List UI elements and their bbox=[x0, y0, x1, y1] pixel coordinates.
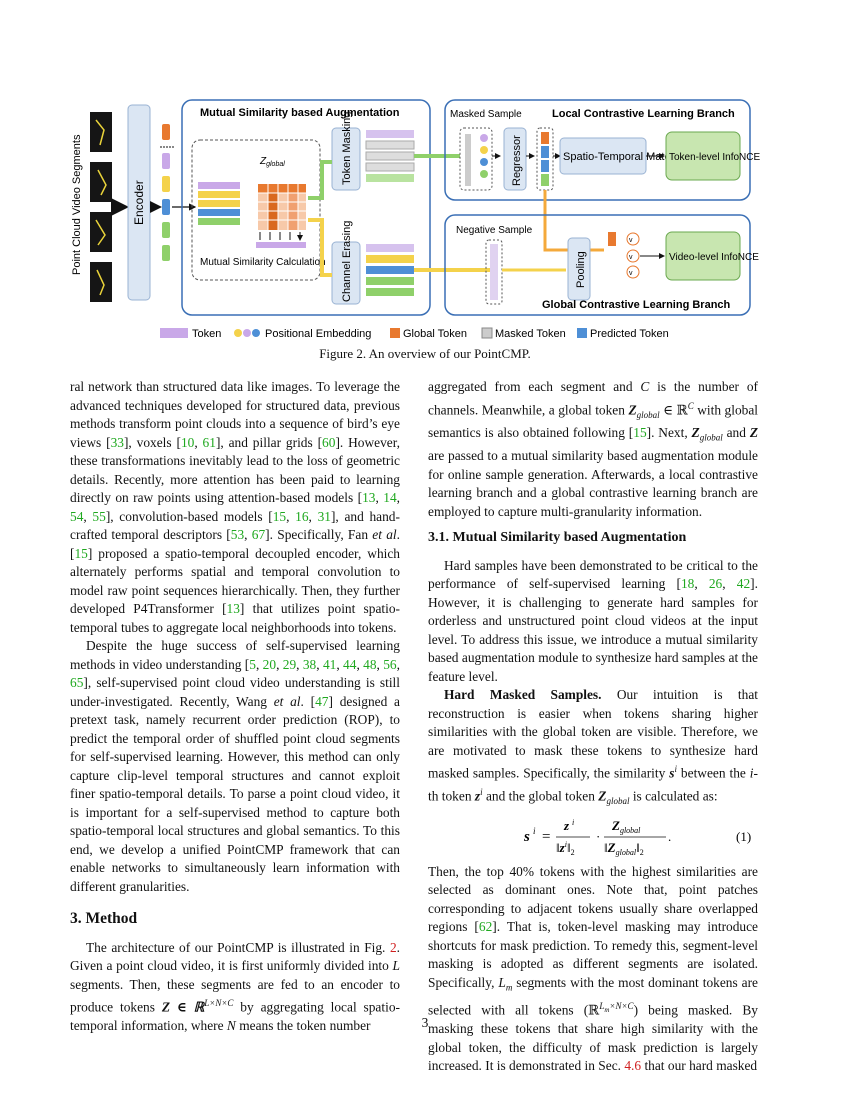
token-masking-label: Token Masking bbox=[341, 112, 353, 185]
masked-sample-box bbox=[459, 127, 493, 191]
video-loss-block bbox=[665, 231, 741, 281]
legend-predicted: Predicted Token bbox=[590, 328, 669, 340]
video-loss-label: Video-level InfoNCE Loss bbox=[669, 252, 760, 263]
encoder-label: Encoder bbox=[132, 180, 146, 225]
svg-text:·: · bbox=[596, 829, 600, 844]
msc-label: Mutual Similarity Calculation bbox=[200, 257, 326, 268]
svg-text:.: . bbox=[668, 829, 671, 844]
legend-token: Token bbox=[192, 328, 221, 340]
msc-box bbox=[191, 139, 321, 281]
legend-pos: Positional Embedding bbox=[265, 328, 371, 340]
token-rows bbox=[198, 182, 240, 225]
svg-text:‖Zglobal‖2: ‖Zglobal‖2 bbox=[604, 840, 644, 857]
masked-sample-label: Masked Sample bbox=[450, 109, 522, 120]
token-column bbox=[160, 124, 174, 261]
v1-label: v bbox=[629, 237, 633, 244]
pooling-label: Pooling bbox=[575, 251, 587, 288]
channel-erasing-label: Channel Erasing bbox=[341, 221, 353, 302]
equation-svg: s i = z i ‖zi‖2 · Zglobal ‖Zglobal‖2 . (… bbox=[523, 818, 751, 857]
eq-lhs: s bbox=[523, 829, 530, 845]
right-paragraph-1: aggregated from each segment and C is th… bbox=[428, 379, 758, 519]
global-branch-panel bbox=[444, 214, 751, 316]
eq-lhs-sup: i bbox=[533, 826, 536, 836]
right-paragraph-2: Hard samples have been demonstrated to b… bbox=[428, 557, 758, 684]
v3-label: v bbox=[629, 270, 633, 277]
right-column: aggregated from each segment and C is th… bbox=[428, 378, 758, 1076]
left-paragraph-2: Despite the huge success of self-supervi… bbox=[70, 638, 400, 894]
msa-panel bbox=[181, 99, 431, 316]
svg-text:=: = bbox=[542, 829, 550, 845]
svg-text:‖zi‖2: ‖zi‖2 bbox=[556, 840, 575, 857]
side-label: Point Cloud Video Segments bbox=[71, 134, 83, 275]
pipeline-diagram: Point Cloud Video Segments Encoder Mutua… bbox=[71, 99, 784, 340]
regressor-label: Regressor bbox=[511, 135, 523, 186]
svg-text:i: i bbox=[572, 818, 574, 827]
left-paragraph-1: ral network than structured data like im… bbox=[70, 379, 400, 635]
page-number: 3 bbox=[421, 1015, 429, 1030]
section-heading-method: 3. Method bbox=[70, 910, 138, 927]
left-column: ral network than structured data like im… bbox=[70, 378, 400, 1035]
svg-text:z: z bbox=[563, 818, 570, 833]
similarity-grid bbox=[258, 184, 306, 230]
token-loss-label: Token-level InfoNCE Loss bbox=[669, 152, 760, 163]
pooling-block bbox=[567, 237, 591, 301]
legend-masked: Masked Token bbox=[495, 328, 566, 340]
local-branch-panel bbox=[444, 99, 751, 201]
global-branch-title: Global Contrastive Learning Branch bbox=[542, 299, 731, 311]
legend-global: Global Token bbox=[403, 328, 467, 340]
figure-caption: Figure 2. An overview of our PointCMP. bbox=[319, 346, 531, 361]
token-loss-block bbox=[665, 131, 741, 181]
masked-token-stack bbox=[365, 130, 415, 182]
legend: Token Positional Embedding Global Token … bbox=[160, 327, 669, 340]
token-masking-block bbox=[331, 127, 361, 191]
local-branch-title: Local Contrastive Learning Branch bbox=[552, 108, 735, 120]
stm-label: Spatio-Temporal Matching bbox=[563, 151, 691, 163]
equation-1: s i = z i ‖zi‖2 · Zglobal ‖Zglobal‖2 . (… bbox=[428, 815, 758, 859]
z-global-label: Zglobal bbox=[259, 156, 285, 168]
figure-2: Point Cloud Video Segments Encoder Mutua… bbox=[60, 90, 784, 350]
v2-label: v bbox=[629, 254, 633, 261]
point-cloud-frames bbox=[90, 112, 112, 302]
left-paragraph-3: The architecture of our PointCMP is illu… bbox=[70, 939, 400, 1033]
msa-title: Mutual Similarity based Augmentation bbox=[200, 107, 400, 119]
right-paragraph-4: Then, the top 40% tokens with the highes… bbox=[428, 863, 759, 1074]
negative-sample-label: Negative Sample bbox=[456, 225, 533, 236]
section-heading-3-1: 3.1. Mutual Similarity based Augmentatio… bbox=[428, 530, 687, 546]
right-paragraph-3: Hard Masked Samples. Our intuition is th… bbox=[428, 687, 759, 807]
erased-token-stack bbox=[366, 244, 414, 296]
equation-number: (1) bbox=[736, 829, 751, 844]
svg-text:Zglobal: Zglobal bbox=[611, 818, 641, 835]
negative-sample-box bbox=[485, 239, 503, 305]
regressor-block bbox=[503, 127, 527, 191]
